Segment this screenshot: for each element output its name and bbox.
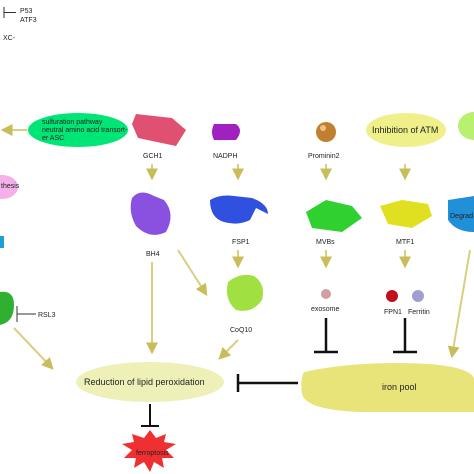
lipid-peroxidation-label: Reduction of lipid peroxidation <box>84 377 205 387</box>
mvbs-shape <box>306 200 362 232</box>
fpn1-ball <box>386 290 398 302</box>
sulfuration-label-line1: sulfuration pathway <box>42 119 103 126</box>
rsl3-inhibitor <box>16 306 36 322</box>
coq10-shape <box>227 274 263 311</box>
coq10-label: CoQ10 <box>230 327 252 334</box>
p53-label: P53 <box>20 8 33 15</box>
lipid-peroxidation-node <box>76 362 224 402</box>
degradation-label: Degrad <box>450 213 473 220</box>
sulfuration-label-line2: neutral amino acid transort- <box>42 127 128 134</box>
sulfuration-pathway-node <box>28 113 128 147</box>
gch1-label: GCH1 <box>143 153 163 160</box>
xc-label: XC- <box>3 35 16 42</box>
fsp1-label: FSP1 <box>232 239 250 246</box>
nadph-shape <box>212 124 240 140</box>
degradation-node <box>448 196 474 232</box>
prominin2-ball <box>316 122 336 142</box>
fpn1-ferritin-inhibitor <box>393 318 417 354</box>
prominin2-highlight <box>320 125 326 131</box>
exosome-ball <box>321 289 331 299</box>
arrow-coq10-lipid <box>218 339 239 360</box>
nadph-label: NADPH <box>213 153 238 160</box>
gch1-shape <box>132 114 186 146</box>
arrow-gpx4-to-lipid <box>13 327 54 370</box>
mtf1-label: MTF1 <box>396 239 414 246</box>
edge-fragment-blue <box>0 236 4 248</box>
mvbs-label: MVBs <box>316 239 335 246</box>
ferritin-label: Ferritin <box>408 309 430 316</box>
prominin2-label: Prominin2 <box>308 153 340 160</box>
sulfuration-label-line3: er ASC <box>42 135 64 142</box>
inhibition-atm-label: Inhibition of ATM <box>372 125 438 135</box>
ferroptosis-burst <box>122 430 176 472</box>
synthesis-node <box>0 175 18 199</box>
p53-atf3-inhibitor <box>3 7 16 18</box>
ironpool-inhibitor <box>236 374 298 392</box>
inhibition-atm-node <box>366 113 446 147</box>
exosome-label: exosome <box>311 306 340 313</box>
mtf1-shape <box>380 200 432 228</box>
iron-pool-label: iron pool <box>382 382 417 392</box>
rsl3-label: RSL3 <box>38 312 56 319</box>
arrow-bh4-coq10 <box>177 249 208 297</box>
right-edge-green-node <box>458 112 474 140</box>
synthesis-label: thesis <box>1 183 20 190</box>
bh4-label: BH4 <box>146 251 160 258</box>
gpx4-shape <box>0 291 14 325</box>
exosome-inhibitor <box>314 318 338 354</box>
fsp1-shape <box>210 195 268 224</box>
arrow-degradation-ironpool <box>447 249 471 359</box>
lipid-ferroptosis-inhibitor <box>141 404 159 427</box>
fpn1-label: FPN1 <box>384 309 402 316</box>
atf3-label: ATF3 <box>20 17 37 24</box>
bh4-shape <box>130 192 171 235</box>
ferroptosis-label: ferroptosis <box>136 450 169 457</box>
iron-pool-node <box>301 363 474 412</box>
ferritin-ball <box>412 290 424 302</box>
